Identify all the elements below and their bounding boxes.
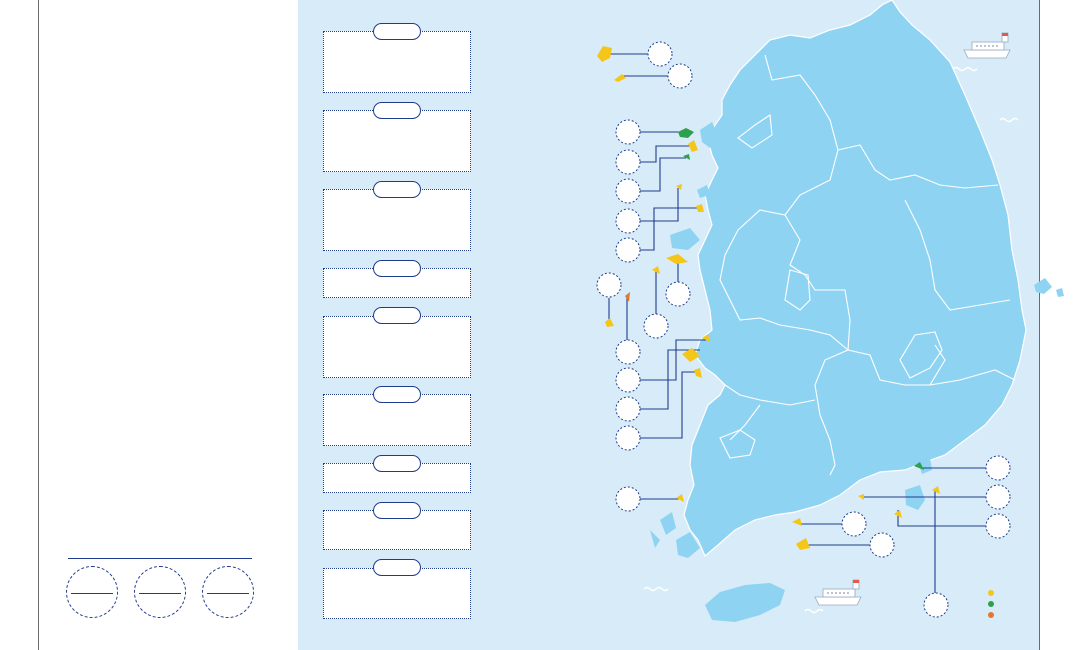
island-icon	[678, 128, 694, 138]
answer-circle	[985, 455, 1011, 481]
answer-circle	[869, 532, 895, 558]
island-icon	[676, 184, 682, 190]
legend-dots	[988, 590, 994, 618]
island-icon	[696, 204, 704, 212]
answer-circle	[615, 486, 641, 512]
label-box-5-tab[interactable]	[373, 307, 421, 324]
label-box-3-tab[interactable]	[373, 181, 421, 198]
island-icon	[682, 348, 700, 362]
blank-answer-circle-3[interactable]	[202, 566, 254, 618]
answer-circle	[643, 313, 669, 339]
legend-dot-green	[988, 601, 994, 607]
legend-divider	[68, 558, 252, 559]
label-box-6-tab[interactable]	[373, 386, 421, 403]
island-icon	[914, 462, 924, 470]
answer-circle	[667, 63, 693, 89]
island-icon	[932, 486, 940, 494]
answer-circle	[985, 513, 1011, 539]
province-borders	[719, 54, 1016, 476]
island-icon	[597, 46, 612, 62]
label-box-2-tab[interactable]	[373, 102, 421, 119]
answer-circle	[615, 396, 641, 422]
island-icon	[676, 494, 684, 502]
label-box-3[interactable]	[323, 189, 471, 251]
label-box-7-tab[interactable]	[373, 455, 421, 472]
answer-circle	[985, 484, 1011, 510]
answer-circle	[647, 41, 673, 67]
answer-circle	[615, 119, 641, 145]
blank-answer-circle-1[interactable]	[66, 566, 118, 618]
wave-icon	[643, 66, 1019, 614]
island-icon	[694, 368, 702, 378]
jeju-island	[705, 583, 785, 622]
answer-circle	[841, 511, 867, 537]
answer-circle	[615, 237, 641, 263]
label-box-9[interactable]	[323, 568, 471, 619]
answer-circle	[615, 149, 641, 175]
island-icon	[666, 254, 688, 264]
answer-circle	[923, 592, 949, 618]
island-icon	[688, 140, 698, 152]
island-icon	[652, 266, 660, 274]
left-frame-border	[38, 0, 39, 650]
ferry-icon	[963, 32, 1011, 59]
answer-circle	[615, 339, 641, 365]
island-icon	[796, 538, 810, 550]
island-markers	[597, 46, 940, 550]
answer-circles	[596, 41, 1011, 618]
island-icon	[702, 334, 710, 342]
legend-dot-orange	[988, 612, 994, 618]
answer-circle	[615, 425, 641, 451]
island-icon	[683, 154, 690, 160]
western-islands	[650, 122, 1064, 558]
island-icon	[858, 494, 864, 500]
label-box-8-tab[interactable]	[373, 502, 421, 519]
island-icon	[614, 74, 626, 82]
label-box-9-tab[interactable]	[373, 559, 421, 576]
answer-circle	[665, 281, 691, 307]
leader-lines	[605, 53, 986, 593]
mainland-landmass	[683, 0, 1027, 557]
island-icon	[894, 510, 902, 518]
label-box-4-tab[interactable]	[373, 260, 421, 277]
island-icon	[625, 292, 630, 302]
answer-circle	[615, 178, 641, 204]
answer-circle	[615, 367, 641, 393]
answer-circle	[596, 272, 622, 298]
island-icon	[605, 318, 614, 327]
legend-dot-yellow	[988, 590, 994, 596]
answer-circle	[615, 208, 641, 234]
label-box-2[interactable]	[323, 110, 471, 172]
label-box-1-tab[interactable]	[373, 23, 421, 40]
island-icon	[792, 518, 802, 526]
ferry-icon	[814, 579, 862, 606]
right-frame-border	[1039, 0, 1040, 650]
label-box-1[interactable]	[323, 31, 471, 93]
blank-answer-circle-2[interactable]	[134, 566, 186, 618]
